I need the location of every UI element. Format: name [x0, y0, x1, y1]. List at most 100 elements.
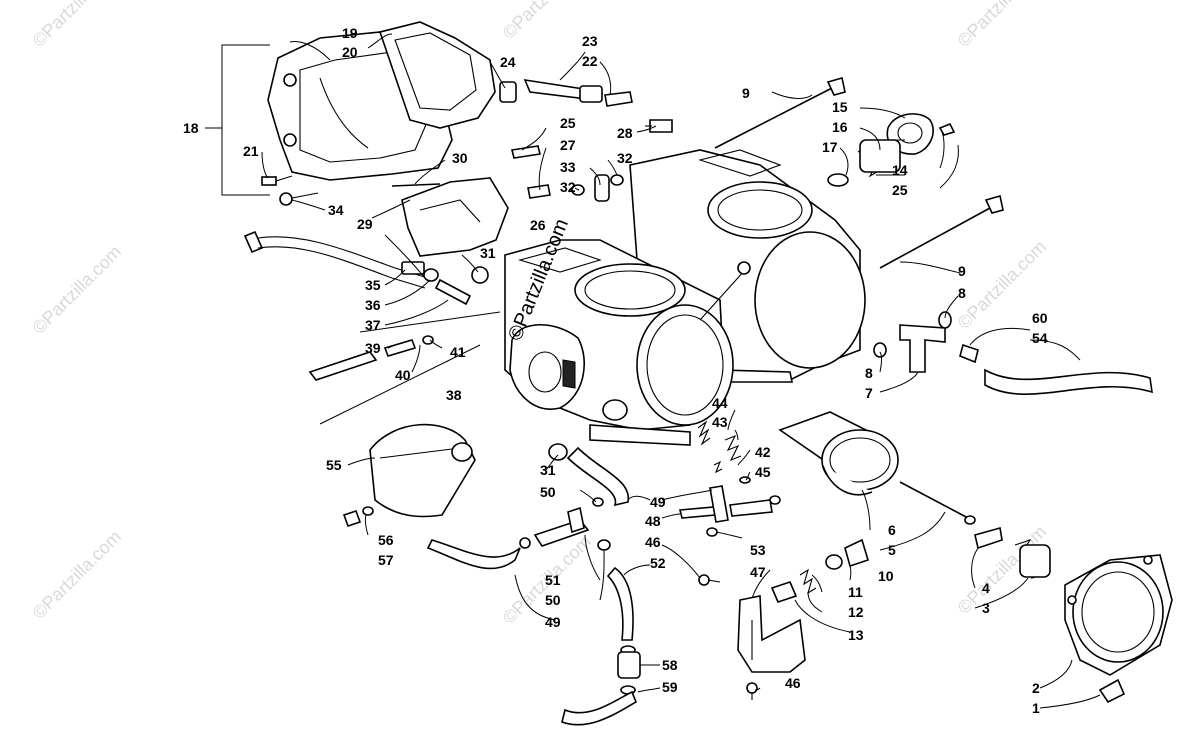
callout-44: 44	[712, 395, 728, 411]
jet-parts-42-45	[697, 420, 751, 484]
carburetor-body	[504, 149, 866, 446]
callout-25b: 25	[892, 182, 908, 198]
callout-43: 43	[712, 414, 728, 430]
callout-1: 1	[1032, 700, 1040, 716]
callout-47: 47	[750, 564, 766, 580]
screw-21	[261, 175, 293, 186]
callout-23: 23	[582, 33, 598, 49]
small-parts-upper	[391, 145, 624, 202]
callout-11: 11	[848, 584, 863, 600]
slide-assembly-29	[401, 177, 509, 284]
callout-49a: 49	[650, 494, 666, 510]
hose-49-upper	[548, 443, 629, 507]
hose-52	[606, 566, 634, 641]
callout-54: 54	[1032, 330, 1048, 346]
float-valve-parts	[770, 538, 869, 603]
callout-18: 18	[183, 120, 199, 136]
needle-parts	[401, 261, 472, 306]
fitting-48	[678, 485, 781, 537]
callout-32a: 32	[617, 150, 633, 166]
long-screw-9-lower	[879, 194, 1004, 269]
callout-57: 57	[378, 552, 394, 568]
needle-spring-3-4	[974, 526, 1051, 579]
hose-59	[561, 690, 638, 726]
callout-6: 6	[888, 522, 896, 538]
fitting-28	[645, 119, 673, 133]
callout-34: 34	[328, 202, 344, 218]
callout-37: 37	[365, 317, 381, 333]
callout-28: 28	[617, 125, 633, 141]
callout-13: 13	[848, 627, 864, 643]
callout-12: 12	[848, 604, 864, 620]
leader-lines	[261, 33, 1101, 709]
callout-45: 45	[755, 464, 771, 480]
callout-8a: 8	[865, 365, 873, 381]
callout-52: 52	[650, 555, 666, 571]
callout-50a: 50	[540, 484, 556, 500]
cover-55	[369, 423, 476, 518]
needle-5	[899, 481, 976, 525]
callout-14: 14	[892, 162, 908, 178]
cover-cap	[1064, 554, 1173, 704]
callout-46a: 46	[645, 534, 661, 550]
callout-27: 27	[560, 137, 576, 153]
callout-7: 7	[865, 385, 873, 401]
fuel-hose-upper	[243, 230, 429, 289]
callout-5: 5	[888, 542, 896, 558]
hose-49-lower	[426, 506, 611, 570]
callout-31b: 31	[540, 462, 556, 478]
callout-51: 51	[545, 572, 561, 588]
callout-16: 16	[832, 119, 848, 135]
callout-60: 60	[1032, 310, 1048, 326]
callout-59: 59	[662, 679, 678, 695]
adapter-7	[873, 311, 952, 373]
callout-49b: 49	[545, 614, 561, 630]
callout-48: 48	[645, 513, 661, 529]
callout-29: 29	[357, 216, 373, 232]
callout-9a: 9	[742, 85, 750, 101]
long-screw-9-upper	[714, 76, 846, 149]
callout-10: 10	[878, 568, 894, 584]
callout-25a: 25	[560, 115, 576, 131]
watermark: ©Partzilla.com	[29, 0, 125, 51]
callout-36: 36	[365, 297, 381, 313]
callout-41: 41	[450, 344, 466, 360]
callout-39: 39	[365, 340, 381, 356]
callout-55: 55	[326, 457, 342, 473]
screw-56	[342, 506, 374, 528]
callout-17: 17	[822, 139, 838, 155]
callout-56: 56	[378, 532, 394, 548]
callout-9b: 9	[958, 263, 966, 279]
callout-19: 19	[342, 25, 358, 41]
callout-46b: 46	[785, 675, 801, 691]
callout-50b: 50	[545, 592, 561, 608]
watermark: ©Partzilla.com	[499, 0, 595, 43]
callout-30: 30	[452, 150, 468, 166]
watermark: ©Partzilla.com	[954, 0, 1050, 51]
callout-3: 3	[982, 600, 990, 616]
callout-53: 53	[750, 542, 766, 558]
callout-35: 35	[365, 277, 381, 293]
callout-40: 40	[395, 367, 411, 383]
hose-54	[959, 343, 1153, 395]
callout-labels: 1 2 3 4 5 6 7 8 8 9 9 10 11 12 13 14 15 …	[183, 25, 1048, 716]
bracket-47	[698, 574, 806, 700]
callout-8b: 8	[958, 285, 966, 301]
bracket-18	[205, 44, 270, 196]
callout-15: 15	[832, 99, 848, 115]
screw-34	[279, 192, 319, 206]
watermark: ©Partzilla.com	[29, 241, 125, 337]
callout-33: 33	[560, 159, 576, 175]
fitting-24	[499, 81, 517, 103]
callout-58: 58	[662, 657, 678, 673]
callout-24: 24	[500, 54, 516, 70]
fitting-22-23	[523, 78, 633, 107]
callout-4: 4	[982, 580, 990, 596]
top-cover-assembly	[267, 21, 496, 181]
cap-spring-group	[827, 113, 956, 187]
callout-42: 42	[755, 444, 771, 460]
callout-2: 2	[1032, 680, 1040, 696]
funnel-6	[778, 411, 899, 496]
callout-21: 21	[243, 143, 259, 159]
idle-screw	[308, 311, 501, 425]
